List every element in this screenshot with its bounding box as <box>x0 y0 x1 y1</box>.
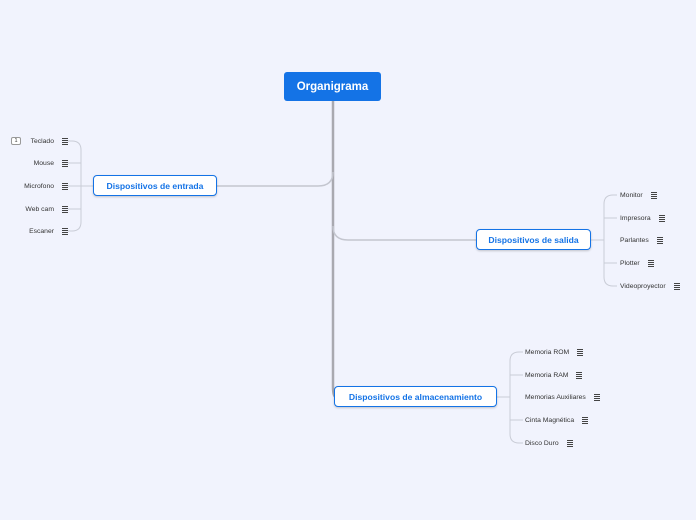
subtopic-memoria-rom[interactable]: Memoria ROM <box>525 346 584 358</box>
notes-icon[interactable] <box>62 183 68 190</box>
subtopic-monitor[interactable]: Monitor <box>620 189 657 201</box>
topic-dispositivos-de-almacenamiento[interactable]: Dispositivos de almacenamiento <box>334 386 497 407</box>
subtopic-impresora[interactable]: Impresora <box>620 212 665 224</box>
notes-icon[interactable] <box>576 372 583 379</box>
subtopic-label: Cinta Magnética <box>525 416 575 424</box>
subtopic-label: Escaner <box>29 227 54 235</box>
subtopic-label: Plotter <box>620 259 640 267</box>
subtopic-parlantes[interactable]: Parlantes <box>620 234 663 246</box>
subtopic-teclado[interactable]: Teclado <box>20 135 68 147</box>
notes-icon[interactable] <box>593 394 600 401</box>
root-topic-label: Organigrama <box>296 80 369 93</box>
topic-dispositivos-de-entrada[interactable]: Dispositivos de entrada <box>93 175 217 196</box>
notes-icon[interactable] <box>577 349 584 356</box>
subtopic-memorias-auxiliares[interactable]: Memorias Auxiliares <box>525 391 600 403</box>
notes-icon[interactable] <box>62 160 68 167</box>
topic-label: Dispositivos de salida <box>488 234 579 245</box>
subtopic-label: Parlantes <box>620 236 649 244</box>
notes-icon[interactable] <box>656 237 663 244</box>
notes-icon[interactable] <box>673 283 680 290</box>
subtopic-microfono[interactable]: Microfono <box>14 180 68 192</box>
root-topic[interactable]: Organigrama <box>284 72 381 101</box>
notes-icon[interactable] <box>566 440 573 447</box>
subtopic-label: Disco Duro <box>525 439 559 447</box>
numbering-badge: 1 <box>11 137 21 145</box>
subtopic-label: Memoria RAM <box>525 371 569 379</box>
subtopic-label: Monitor <box>620 191 643 199</box>
topic-label: Dispositivos de almacenamiento <box>348 391 483 402</box>
subtopic-escaner[interactable]: Escaner <box>14 225 68 237</box>
subtopic-label: Teclado <box>30 137 54 145</box>
subtopic-web-cam[interactable]: Web cam <box>14 203 68 215</box>
topic-dispositivos-de-salida[interactable]: Dispositivos de salida <box>476 229 591 250</box>
subtopic-label: Impresora <box>620 214 651 222</box>
subtopic-plotter[interactable]: Plotter <box>620 257 654 269</box>
notes-icon[interactable] <box>647 260 654 267</box>
subtopic-label: Videoproyector <box>620 282 666 290</box>
subtopic-disco-duro[interactable]: Disco Duro <box>525 437 573 449</box>
notes-icon[interactable] <box>658 215 665 222</box>
subtopic-mouse[interactable]: Mouse <box>20 157 68 169</box>
topic-label: Dispositivos de entrada <box>106 180 204 191</box>
subtopic-label: Memorias Auxiliares <box>525 393 586 401</box>
notes-icon[interactable] <box>62 206 68 213</box>
subtopic-label: Memoria ROM <box>525 348 570 356</box>
subtopic-label: Microfono <box>24 182 54 190</box>
subtopic-label: Mouse <box>33 159 54 167</box>
notes-icon[interactable] <box>62 228 68 235</box>
notes-icon[interactable] <box>62 138 68 145</box>
notes-icon[interactable] <box>582 417 589 424</box>
notes-icon[interactable] <box>650 192 657 199</box>
subtopic-videoproyector[interactable]: Videoproyector <box>620 280 680 292</box>
subtopic-cinta-magnetica[interactable]: Cinta Magnética <box>525 414 589 426</box>
subtopic-memoria-ram[interactable]: Memoria RAM <box>525 369 583 381</box>
subtopic-label: Web cam <box>25 205 54 213</box>
